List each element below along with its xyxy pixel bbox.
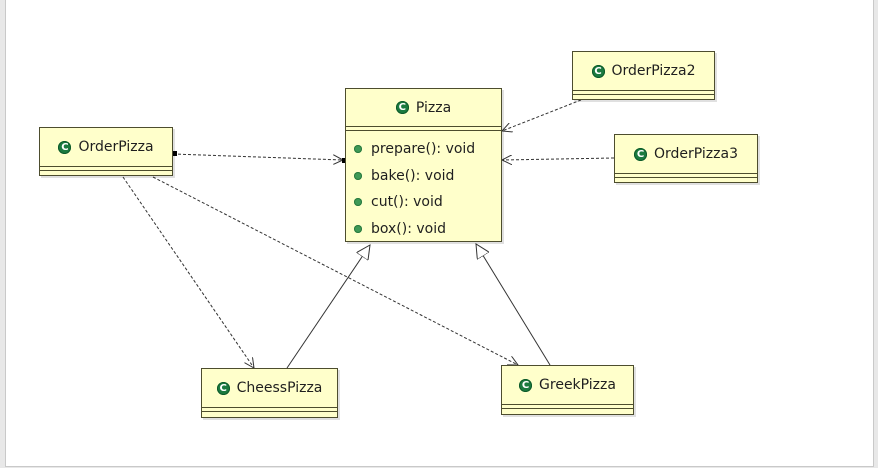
- class-header: C OrderPizza: [40, 128, 172, 166]
- operation-label: prepare(): void: [371, 141, 476, 158]
- class-icon: C: [591, 64, 605, 78]
- class-header: C GreekPizza: [502, 366, 633, 404]
- public-operation-icon: [354, 224, 362, 233]
- class-header: C CheessPizza: [202, 369, 337, 407]
- operation-divider: [202, 411, 337, 412]
- operation-item[interactable]: prepare(): void: [354, 136, 501, 163]
- attribute-divider: [615, 173, 757, 174]
- dependency-orderpizza2-pizza: [502, 99, 582, 131]
- dependency-orderpizza-cheesspizza: [122, 176, 254, 368]
- class-icon: C: [58, 140, 72, 154]
- operation-item[interactable]: bake(): void: [354, 163, 501, 190]
- class-cheesspizza[interactable]: C CheessPizza: [201, 368, 338, 418]
- attribute-divider: [202, 407, 337, 408]
- class-pizza[interactable]: C Pizza prepare(): void bake(): void cut…: [345, 88, 502, 242]
- dependency-orderpizza-greekpizza: [152, 176, 518, 365]
- operation-divider: [502, 408, 633, 409]
- class-name: Pizza: [415, 99, 452, 116]
- operation-item[interactable]: cut(): void: [354, 189, 501, 216]
- dependency-target-marker: [342, 158, 347, 163]
- dependency-source-marker: [172, 151, 177, 156]
- operation-label: box(): void: [371, 220, 447, 237]
- attribute-divider: [40, 166, 172, 167]
- diagram-canvas: C Pizza prepare(): void bake(): void cut…: [5, 0, 874, 467]
- class-name: OrderPizza2: [611, 63, 696, 79]
- operation-list: prepare(): void bake(): void cut(): void…: [346, 131, 501, 242]
- class-icon: C: [519, 378, 533, 392]
- attribute-divider: [573, 90, 714, 91]
- class-icon: C: [395, 101, 409, 114]
- operation-label: cut(): void: [371, 194, 443, 211]
- attribute-divider: [502, 404, 633, 405]
- class-header: C Pizza: [346, 89, 501, 126]
- attribute-divider: [346, 126, 501, 127]
- public-operation-icon: [354, 145, 362, 154]
- public-operation-icon: [354, 171, 362, 180]
- dependency-orderpizza-pizza: [172, 153, 343, 160]
- operation-divider: [346, 130, 501, 131]
- class-name: CheessPizza: [236, 380, 323, 396]
- class-greekpizza[interactable]: C GreekPizza: [501, 365, 634, 415]
- class-name: GreekPizza: [539, 377, 616, 393]
- operation-item[interactable]: box(): void: [354, 216, 501, 243]
- class-orderpizza[interactable]: C OrderPizza: [39, 127, 173, 176]
- operation-label: bake(): void: [371, 167, 455, 184]
- class-header: C OrderPizza2: [573, 52, 714, 90]
- operation-divider: [615, 177, 757, 178]
- class-name: OrderPizza: [78, 139, 154, 155]
- class-icon: C: [216, 381, 230, 395]
- generalization-greekpizza-pizza: [476, 244, 551, 366]
- operation-divider: [573, 94, 714, 95]
- class-orderpizza3[interactable]: C OrderPizza3: [614, 134, 758, 183]
- dependency-orderpizza3-pizza: [502, 158, 615, 160]
- generalization-cheesspizza-pizza: [286, 245, 370, 369]
- operation-divider: [40, 170, 172, 171]
- class-header: C OrderPizza3: [615, 135, 757, 173]
- class-orderpizza2[interactable]: C OrderPizza2: [572, 51, 715, 100]
- relationship-layer: [122, 99, 615, 466]
- class-icon: C: [634, 147, 647, 161]
- class-name: OrderPizza3: [654, 146, 738, 162]
- public-operation-icon: [354, 198, 362, 207]
